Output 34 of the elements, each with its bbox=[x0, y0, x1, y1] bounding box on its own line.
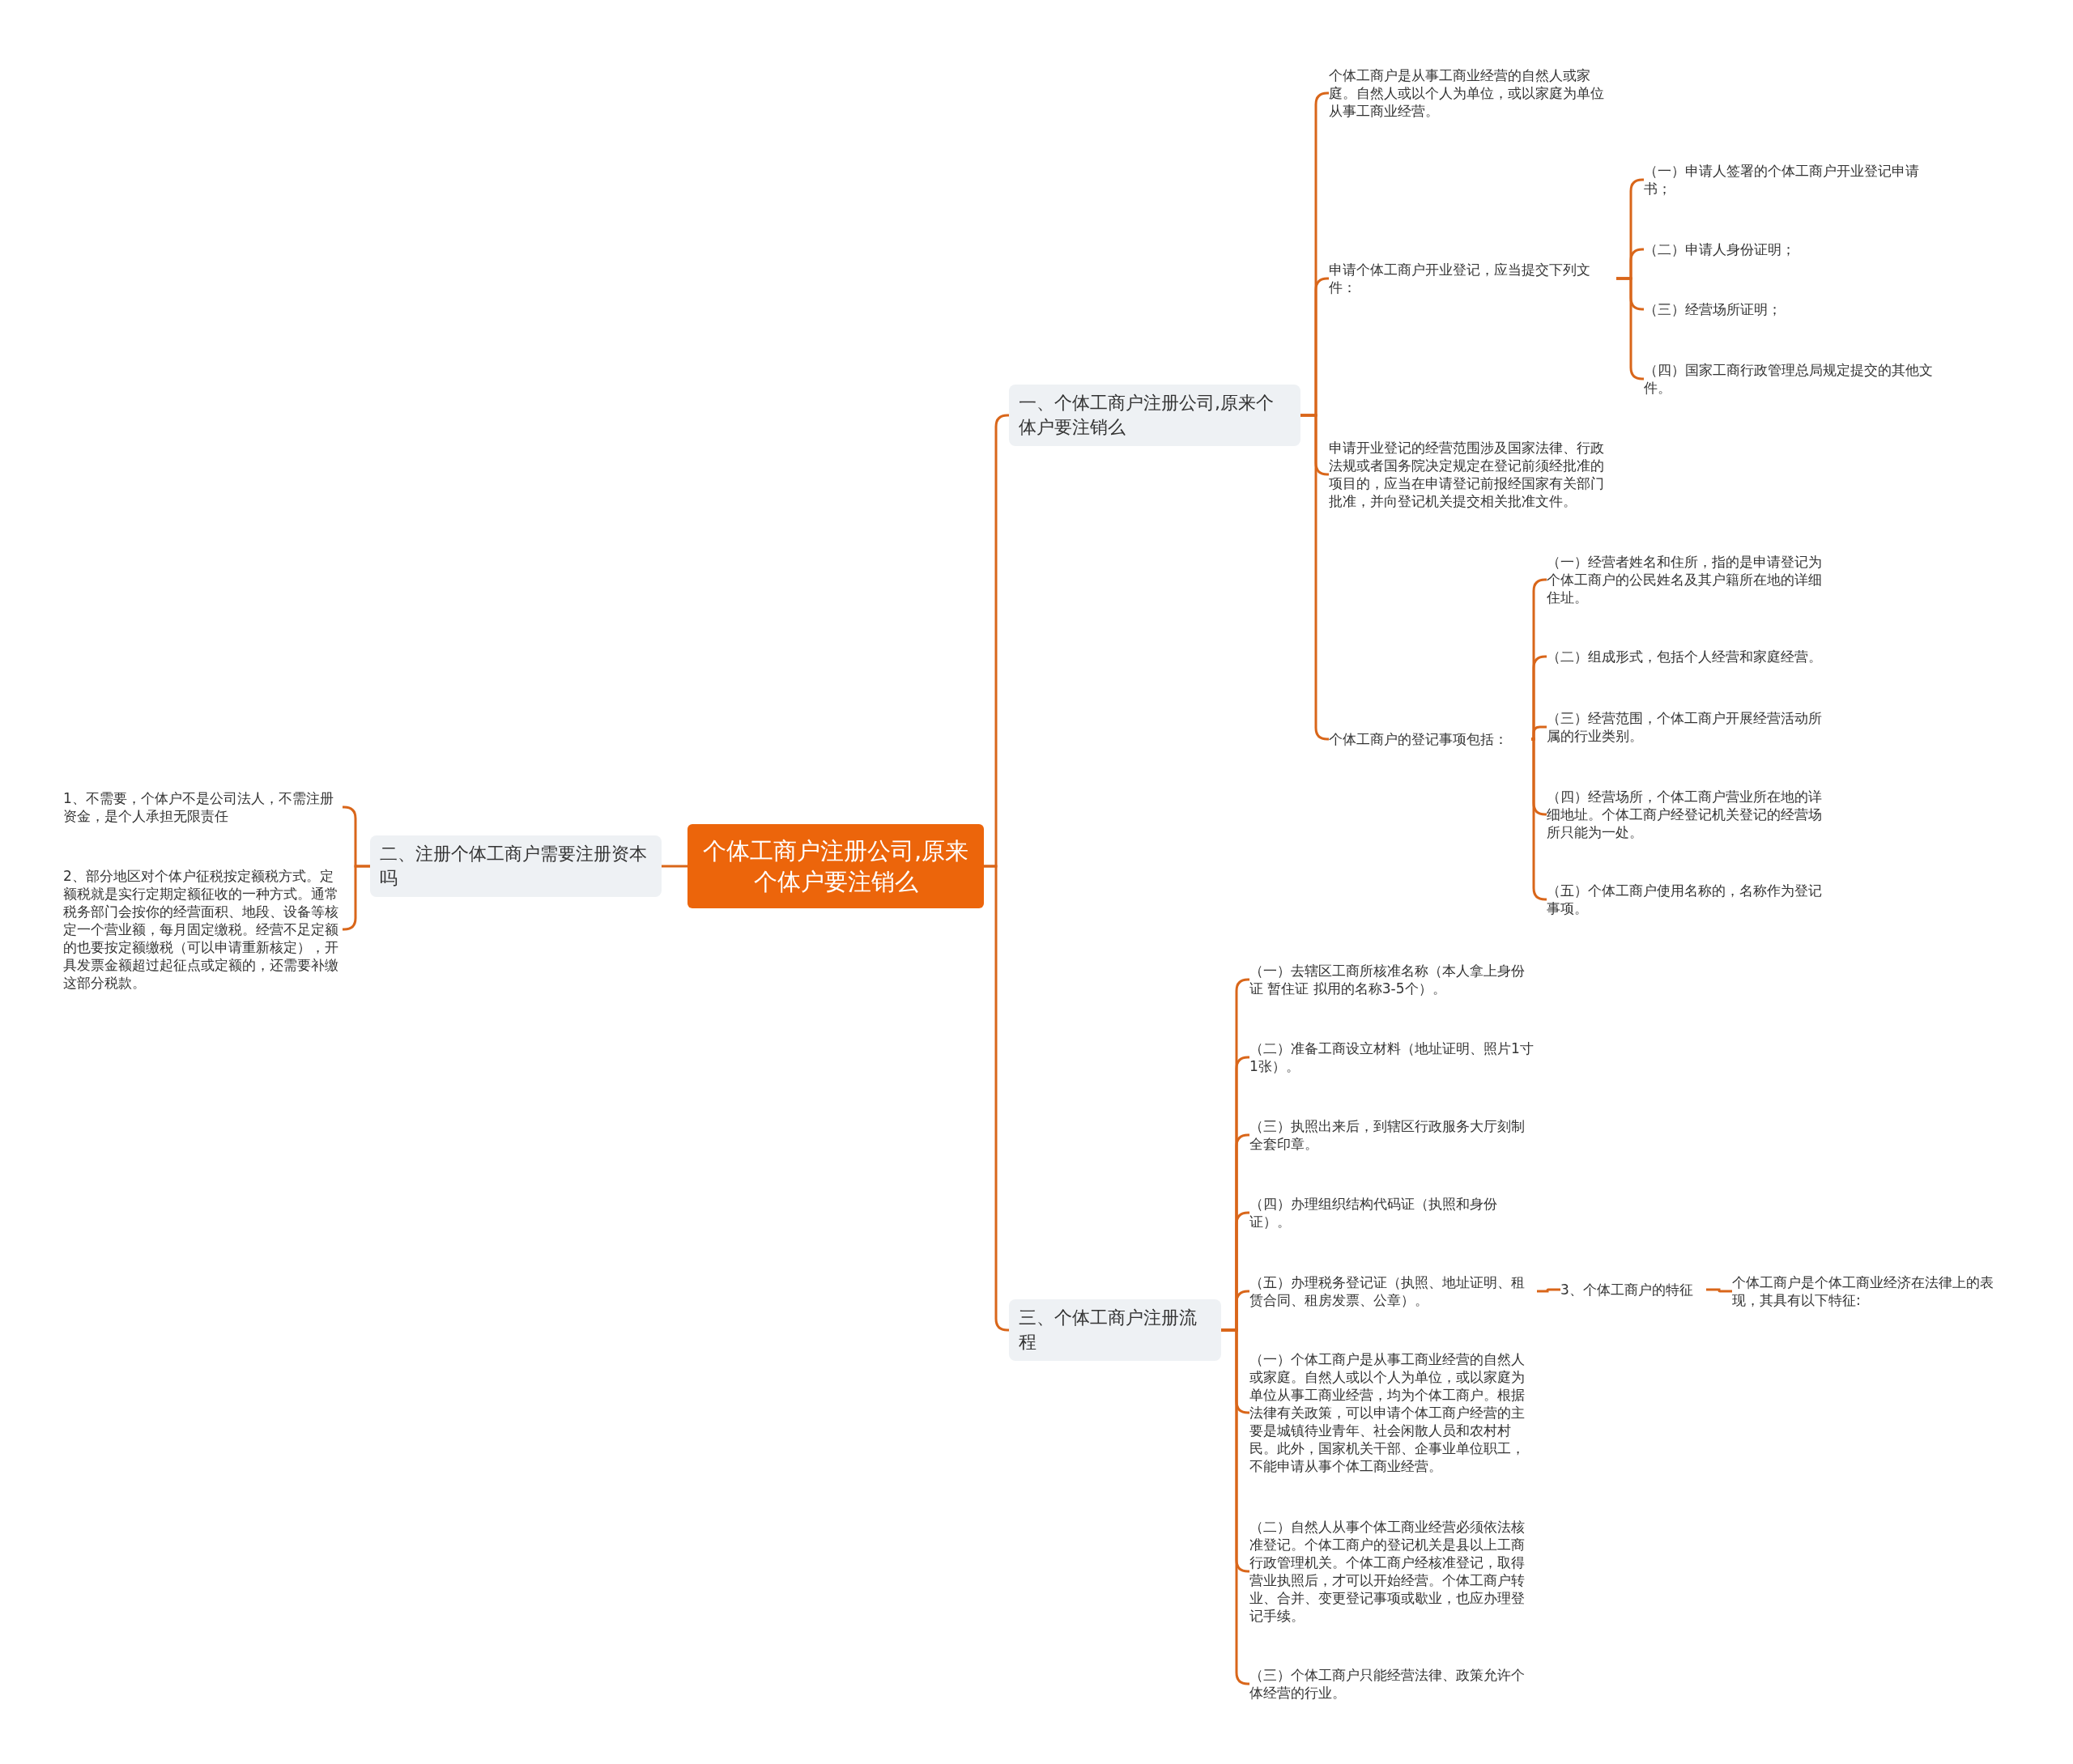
note-text: （三）执照出来后，到辖区行政服务大厅刻制全套印章。 bbox=[1249, 1117, 1537, 1153]
note-text: （四）办理组织结构代码证（执照和身份证）。 bbox=[1249, 1195, 1537, 1231]
note-text: 3、个体工商户的特征 bbox=[1560, 1281, 1706, 1299]
note-text: （五）个体工商户使用名称的，名称作为登记事项。 bbox=[1547, 882, 1826, 917]
connector-line bbox=[1221, 1328, 1250, 1685]
connector-line bbox=[1537, 1288, 1560, 1293]
note-text: 2、部分地区对个体户征税按定额税方式。定额税就是实行定期定额征收的一种方式。通常税务部门会按你的经营面积、地段、设备等核定一个营业额，每月固定缴税。经营不足定额的也要按定额缴税（可以申请重新核定），开具发票金额超过起征点或定额的，还需要补缴这部分税款。 bbox=[63, 867, 343, 992]
note-text: 1、不需要，个体户不是公司法人，不需注册资金，是个人承担无限责任 bbox=[63, 789, 343, 825]
note-text: （二）组成形式，包括个人经营和家庭经营。 bbox=[1547, 648, 1826, 665]
note-text: （一）去辖区工商所核准名称（本人拿上身份证 暂住证 拟用的名称3-5个）。 bbox=[1249, 962, 1537, 997]
note-text: 个体工商户是个体工商业经济在法律上的表现，其具有以下特征: bbox=[1732, 1273, 2020, 1309]
note-text: （四）国家工商行政管理总局规定提交的其他文件。 bbox=[1644, 361, 1935, 397]
connector-line bbox=[1531, 725, 1547, 741]
topic-box: 三、个体工商户注册流程 bbox=[1009, 1299, 1221, 1361]
note-text: 个体工商户的登记事项包括： bbox=[1329, 730, 1531, 748]
note-text: （五）办理税务登记证（执照、地址证明、租赁合同、租房发票、公章）。 bbox=[1249, 1273, 1537, 1309]
note-text: （三）经营场所证明； bbox=[1644, 300, 1935, 318]
note-text: （四）经营场所，个体工商户营业所在地的详细地址。个体工商户经登记机关登记的经营场所只能为一处。 bbox=[1547, 788, 1826, 841]
note-text: （三）个体工商户只能经营法律、政策允许个体经营的行业。 bbox=[1249, 1666, 1537, 1702]
note-text: 申请个体工商户开业登记，应当提交下列文件： bbox=[1329, 261, 1616, 296]
note-text: （一）经营者姓名和住所，指的是申请登记为个体工商户的公民姓名及其户籍所在地的详细住址。 bbox=[1547, 553, 1826, 606]
note-text: （三）经营范围，个体工商户开展经营活动所属的行业类别。 bbox=[1547, 709, 1826, 745]
note-text: （一）申请人签署的个体工商户开业登记申请书； bbox=[1644, 162, 1935, 198]
central-topic-box: 个体工商户注册公司,原来个体户要注销么 bbox=[687, 824, 984, 908]
note-text: （二）申请人身份证明； bbox=[1644, 240, 1935, 258]
connector-line bbox=[662, 865, 687, 868]
connector-line bbox=[1706, 1288, 1732, 1293]
note-text: 申请开业登记的经营范围涉及国家法律、行政法规或者国务院决定规定在登记前须经批准的项目的，应当在申请登记前报经国家有关部门批准，并向登记机关提交相关批准文件。 bbox=[1329, 439, 1616, 510]
note-text: （二）自然人从事个体工商业经营必须依法核准登记。个体工商户的登记机关是县以上工商行政管理机关。个体工商户经核准登记，取得营业执照后，才可以开始经营。个体工商户转业、合并、变更登记事项或歇业，也应办理登记手续。 bbox=[1249, 1518, 1537, 1625]
note-text: （一）个体工商户是从事工商业经营的自然人或家庭。自然人或以个人为单位，或以家庭为单位从事工商业经营，均为个体工商户。根据法律有关政策，可以申请个体工商户经营的主要是城镇待业青年、社会闲散人员和农村村民。此外，国家机关干部、企事业单位职工，不能申请从事个体工商业经营。 bbox=[1249, 1350, 1537, 1475]
topic-box: 二、注册个体工商户需要注册资本吗 bbox=[370, 835, 662, 897]
note-text: 个体工商户是从事工商业经营的自然人或家庭。自然人或以个人为单位，或以家庭为单位从事工商业经营。 bbox=[1329, 66, 1616, 120]
note-text: （二）准备工商设立材料（地址证明、照片1寸1张）。 bbox=[1249, 1039, 1537, 1075]
topic-box: 一、个体工商户注册公司,原来个体户要注销么 bbox=[1009, 385, 1300, 446]
